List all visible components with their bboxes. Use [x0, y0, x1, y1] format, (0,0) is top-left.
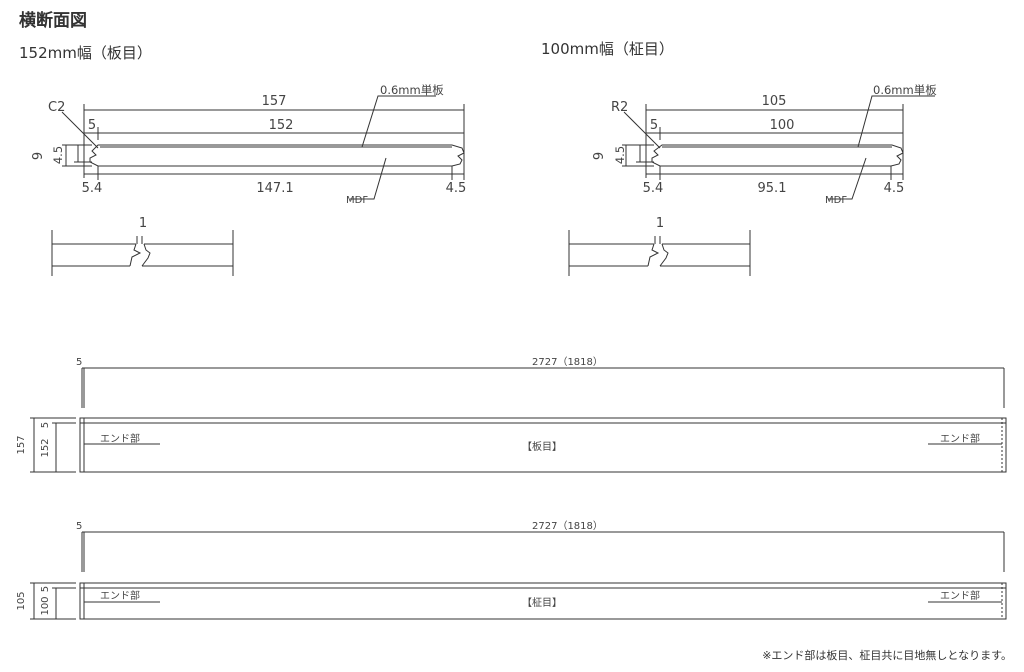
dim-bottom-right: 4.5 — [884, 181, 905, 196]
label-grain: 【柾目】 — [522, 597, 562, 609]
dim-plank-total-width: 157 — [16, 435, 27, 454]
joint-detail-100 — [568, 230, 751, 276]
label-core: MDF — [825, 195, 847, 206]
dim-tongue-height: 4.5 — [51, 146, 65, 164]
label-corner: C2 — [48, 100, 65, 115]
label-end-left: エンド部 — [100, 589, 140, 602]
dim-overall-width: 157 — [262, 94, 287, 109]
dim-face-width: 152 — [269, 118, 294, 133]
dim-plank-face-width: 100 — [40, 596, 51, 615]
joint-detail-152 — [51, 230, 234, 276]
dim-thickness: 9 — [31, 152, 46, 160]
label-grain: 【板目】 — [522, 440, 562, 453]
dim-plank-total-width: 105 — [16, 591, 27, 610]
dim-thickness: 9 — [592, 152, 607, 160]
dim-bottom-right: 4.5 — [446, 181, 467, 196]
label-corner: R2 — [611, 100, 628, 115]
dim-bottom-width: 147.1 — [256, 181, 293, 196]
plank-plan-152 — [30, 367, 1007, 473]
page-title: 横断面図 — [19, 11, 87, 31]
footnote: ※エンド部は板目、柾目共に目地無しとなります。 — [762, 649, 1012, 662]
dim-plank-side-edge: 5 — [40, 422, 51, 428]
dim-edge-offset: 5 — [88, 118, 96, 133]
section-title-100: 100mm幅（柾目） — [541, 40, 674, 58]
cross-section-152 — [61, 95, 465, 200]
dim-plank-edge: 5 — [76, 357, 82, 368]
dim-tongue-height: 4.5 — [613, 146, 627, 164]
dim-plank-length: 2727（1818） — [532, 520, 603, 532]
label-core: MDF — [346, 195, 368, 206]
dim-bottom-left: 5.4 — [643, 181, 664, 196]
dim-plank-length: 2727（1818） — [532, 356, 603, 368]
dim-gap: 1 — [139, 216, 147, 231]
label-end-left: エンド部 — [100, 432, 140, 445]
dim-edge-offset: 5 — [650, 118, 658, 133]
dim-gap: 1 — [656, 216, 664, 231]
dim-bottom-width: 95.1 — [758, 181, 787, 196]
cross-section-100 — [622, 95, 935, 200]
label-end-right: エンド部 — [940, 589, 980, 602]
dim-plank-edge: 5 — [76, 521, 82, 532]
dim-bottom-left: 5.4 — [82, 181, 103, 196]
label-veneer: 0.6mm単板 — [873, 83, 937, 97]
plank-plan-100 — [30, 531, 1007, 620]
label-end-right: エンド部 — [940, 432, 980, 445]
label-veneer: 0.6mm単板 — [380, 83, 444, 97]
dim-plank-side-edge: 5 — [40, 586, 51, 592]
dim-plank-face-width: 152 — [40, 438, 51, 457]
dim-face-width: 100 — [770, 118, 795, 133]
section-title-152: 152mm幅（板目） — [19, 44, 152, 62]
dim-overall-width: 105 — [762, 94, 787, 109]
